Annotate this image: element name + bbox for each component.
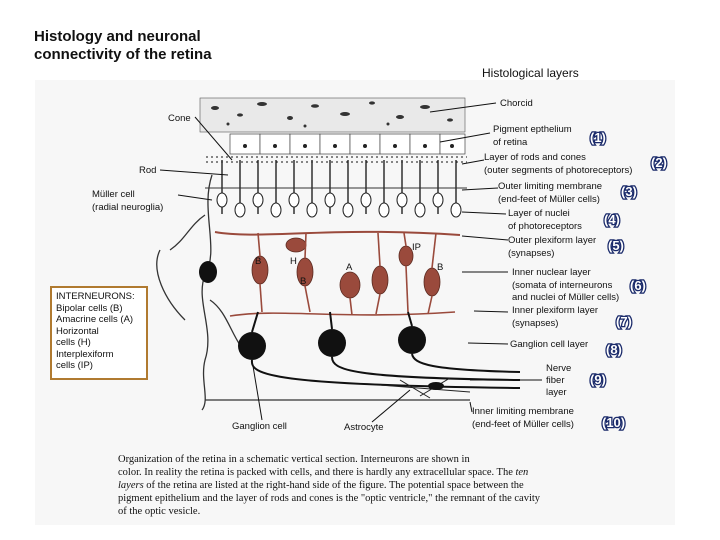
title-line-2: connectivity of the retina — [34, 46, 212, 63]
layer-8-text: Ganglion cell layer — [510, 339, 588, 350]
layer-1-text: Pigment epthelium — [493, 124, 572, 135]
layer-7-text: Inner plexiform layer — [512, 305, 598, 316]
cell-letter-b2: B — [300, 276, 306, 287]
choroid-texture — [211, 101, 453, 128]
muller-cell — [156, 174, 241, 411]
caption-line-5: of the optic vesicle. — [118, 506, 200, 517]
layer-6-text2: (somata of interneurons — [512, 280, 613, 291]
layer-7-text2: (synapses) — [512, 318, 558, 329]
layer-6-number: (6) — [630, 278, 646, 293]
caption-line-1: Organization of the retina in a schemati… — [118, 454, 470, 465]
interneurons-heading: INTERNEURONS: — [56, 291, 135, 302]
layers-heading: Histological layers — [482, 66, 579, 80]
label-rod: Rod — [139, 165, 156, 176]
layer-9-text3: layer — [546, 387, 567, 398]
layer-4-text2: of photoreceptors — [508, 221, 582, 232]
amacrine-cell — [339, 271, 361, 299]
layer-9-text2: fiber — [546, 375, 564, 386]
layer-2-text2: (outer segments of photoreceptors) — [484, 165, 632, 176]
layer-10-text2: (end-feet of Müller cells) — [472, 419, 574, 430]
layer-1-text2: of retina — [493, 137, 528, 148]
layer-9-text: Nerve — [546, 363, 571, 374]
layer-choroid: Chorcid — [500, 98, 533, 109]
page-title: Histology and neuronal connectivity of t… — [34, 28, 212, 64]
choroid-band — [199, 97, 466, 133]
layer-10-text: Inner limiting membrane — [472, 406, 574, 417]
label-cone: Cone — [168, 113, 191, 124]
label-ganglion-cell: Ganglion cell — [232, 421, 287, 432]
caption-line-3: layers of the retina are listed at the r… — [118, 480, 524, 491]
horizontal-cell — [285, 237, 307, 253]
layer-3-text: Outer limiting membrane — [498, 181, 602, 192]
label-astrocyte: Astrocyte — [344, 422, 384, 433]
interneuron-processes — [229, 232, 456, 317]
ganglion-cell-3 — [398, 326, 426, 354]
layer-6-text: Inner nuclear layer — [512, 267, 591, 278]
figure-caption: Organization of the retina in a schemati… — [118, 454, 541, 517]
cell-letter-ip: IP — [412, 242, 421, 253]
interneurons-item: cells (H) — [56, 337, 91, 348]
layer-6-text3: and nuclei of Müller cells) — [512, 292, 619, 303]
caption-line-4: pigment epithelium and the layer of rods… — [118, 493, 541, 504]
layer-8-number: (8) — [606, 342, 622, 357]
layer-9-number: (9) — [590, 372, 606, 387]
ganglion-cell-2 — [318, 329, 346, 357]
cell-letter-b1: B — [255, 256, 261, 267]
cell-letter-h: H — [290, 256, 297, 267]
label-muller-1: Müller cell — [92, 189, 135, 200]
bipolar-cell-3 — [371, 265, 389, 295]
layer-4-text: Layer of nuclei — [508, 208, 570, 219]
caption-line-3-main: of the retina are listed at the right-ha… — [146, 480, 524, 491]
layer-3-text2: (end-feet of Müller cells) — [498, 194, 600, 205]
pigment-granules — [243, 144, 454, 148]
caption-line-2: color. In reality the retina is packed w… — [118, 467, 528, 478]
interneurons-item: Horizontal — [56, 325, 99, 337]
interneurons-item: cells (IP) — [56, 360, 93, 371]
cell-letter-a: A — [346, 262, 353, 273]
ganglion-cell-1 — [238, 332, 266, 360]
layer-10-number: (10) — [602, 415, 625, 430]
caption-line-3-italic: layers — [118, 480, 144, 491]
layer-arrows — [429, 102, 542, 413]
interneurons — [251, 237, 441, 299]
photoreceptor-nuclei — [216, 192, 462, 218]
layer-5-number: (5) — [608, 238, 624, 253]
interneurons-item: Bipolar cells (B) — [56, 302, 123, 314]
interneurons-legend: INTERNEURONS: Bipolar cells (B) Amacrine… — [50, 286, 148, 380]
caption-line-2-italic: ten — [515, 467, 528, 478]
outer-segment-band — [205, 155, 467, 165]
layer-2-number: (2) — [651, 155, 667, 170]
astrocyte-nucleus — [428, 382, 444, 390]
layer-1-number: (1) — [590, 130, 606, 145]
title-line-1: Histology and neuronal — [34, 28, 201, 45]
pigment-epithelium — [229, 133, 466, 155]
ganglion-cells — [238, 326, 426, 360]
interplexiform-cell — [398, 245, 414, 267]
layer-4-number: (4) — [604, 212, 620, 227]
layer-3-number: (3) — [621, 184, 637, 199]
layer-5-text: Outer plexiform layer — [508, 235, 596, 246]
layer-2-text: Layer of rods and cones — [484, 152, 586, 163]
layer-7-number: (7) — [616, 314, 632, 329]
label-muller-2: (radial neuroglia) — [92, 202, 163, 213]
muller-cell-nucleus — [199, 261, 217, 283]
left-leaders — [159, 116, 411, 423]
layer-5-text2: (synapses) — [508, 248, 554, 259]
caption-line-2-main: color. In reality the retina is packed w… — [118, 467, 513, 478]
cell-letter-b3: B — [437, 262, 443, 273]
interneurons-item: Interplexiform — [56, 348, 114, 360]
interneurons-item: Amacrine cells (A) — [56, 314, 134, 325]
